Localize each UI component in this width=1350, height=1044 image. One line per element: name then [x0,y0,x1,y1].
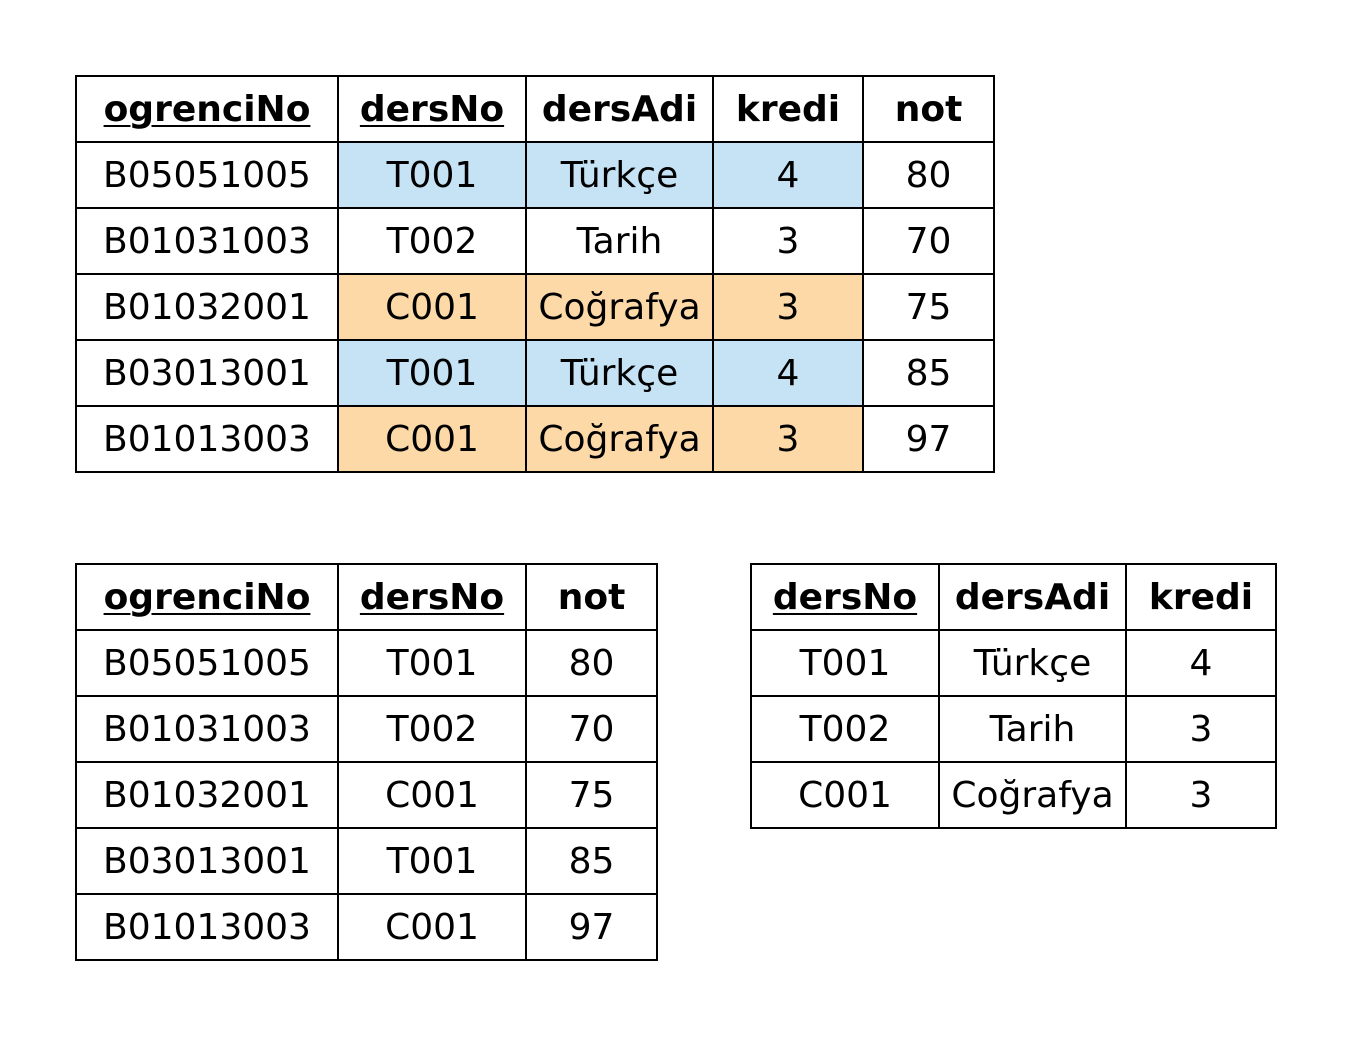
cell-not: 80 [525,629,658,697]
cell-not: 70 [862,207,995,275]
cell-ogrenciNo: B05051005 [75,629,339,697]
cell-kredi: 3 [1125,761,1277,829]
courses-table-header-row: dersNo dersAdi kredi [750,563,1277,631]
cell-dersNo: C001 [337,893,527,961]
column-header-dersNo: dersNo [337,75,527,143]
cell-dersNo: T002 [337,207,527,275]
courses-table: dersNo dersAdi kredi T001 Türkçe 4 T002 … [750,563,1277,829]
cell-dersNo: C001 [337,761,527,829]
cell-ogrenciNo: B01013003 [75,893,339,961]
cell-dersAdi: Türkçe [525,141,714,209]
column-header-kredi: kredi [1125,563,1277,631]
cell-ogrenciNo: B01013003 [75,405,339,473]
cell-kredi: 4 [712,339,864,407]
column-header-dersNo: dersNo [337,563,527,631]
table-row: B01032001 C001 Coğrafya 3 75 [75,273,995,341]
cell-ogrenciNo: B05051005 [75,141,339,209]
cell-kredi: 3 [712,405,864,473]
cell-dersNo: T001 [337,827,527,895]
cell-kredi: 3 [712,273,864,341]
cell-dersAdi: Tarih [938,695,1127,763]
cell-dersNo: T002 [750,695,940,763]
grades-table: ogrenciNo dersNo not B05051005 T001 80 B… [75,563,658,961]
cell-ogrenciNo: B01031003 [75,695,339,763]
cell-ogrenciNo: B01031003 [75,207,339,275]
cell-dersAdi: Coğrafya [525,273,714,341]
cell-dersNo: T001 [337,141,527,209]
cell-not: 97 [525,893,658,961]
column-header-ogrenciNo: ogrenciNo [75,75,339,143]
cell-dersNo: C001 [750,761,940,829]
cell-dersNo: T001 [750,629,940,697]
column-header-not: not [862,75,995,143]
table-row: B05051005 T001 Türkçe 4 80 [75,141,995,209]
column-header-dersAdi: dersAdi [938,563,1127,631]
table-row: B01013003 C001 Coğrafya 3 97 [75,405,995,473]
cell-dersNo: T001 [337,629,527,697]
table-row: B03013001 T001 Türkçe 4 85 [75,339,995,407]
cell-dersNo: T002 [337,695,527,763]
cell-kredi: 3 [712,207,864,275]
cell-kredi: 4 [712,141,864,209]
grades-table-header-row: ogrenciNo dersNo not [75,563,658,631]
cell-not: 97 [862,405,995,473]
column-header-kredi: kredi [712,75,864,143]
cell-dersAdi: Türkçe [525,339,714,407]
column-header-dersNo: dersNo [750,563,940,631]
table-row: T001 Türkçe 4 [750,629,1277,697]
column-header-dersAdi: dersAdi [525,75,714,143]
cell-dersNo: C001 [337,273,527,341]
cell-ogrenciNo: B03013001 [75,339,339,407]
cell-dersAdi: Türkçe [938,629,1127,697]
full-table: ogrenciNo dersNo dersAdi kredi not B0505… [75,75,995,473]
cell-dersAdi: Coğrafya [525,405,714,473]
cell-not: 75 [525,761,658,829]
cell-ogrenciNo: B01032001 [75,273,339,341]
table-row: B01031003 T002 70 [75,695,658,763]
column-header-ogrenciNo: ogrenciNo [75,563,339,631]
cell-ogrenciNo: B01032001 [75,761,339,829]
table-row: B03013001 T001 85 [75,827,658,895]
table-row: B05051005 T001 80 [75,629,658,697]
cell-not: 75 [862,273,995,341]
cell-ogrenciNo: B03013001 [75,827,339,895]
cell-kredi: 3 [1125,695,1277,763]
full-table-header-row: ogrenciNo dersNo dersAdi kredi not [75,75,995,143]
cell-kredi: 4 [1125,629,1277,697]
table-row: C001 Coğrafya 3 [750,761,1277,829]
cell-not: 80 [862,141,995,209]
cell-not: 85 [862,339,995,407]
cell-dersNo: C001 [337,405,527,473]
cell-dersAdi: Tarih [525,207,714,275]
cell-dersNo: T001 [337,339,527,407]
cell-not: 85 [525,827,658,895]
column-header-not: not [525,563,658,631]
table-row: B01013003 C001 97 [75,893,658,961]
table-row: T002 Tarih 3 [750,695,1277,763]
cell-dersAdi: Coğrafya [938,761,1127,829]
table-row: B01032001 C001 75 [75,761,658,829]
table-row: B01031003 T002 Tarih 3 70 [75,207,995,275]
cell-not: 70 [525,695,658,763]
